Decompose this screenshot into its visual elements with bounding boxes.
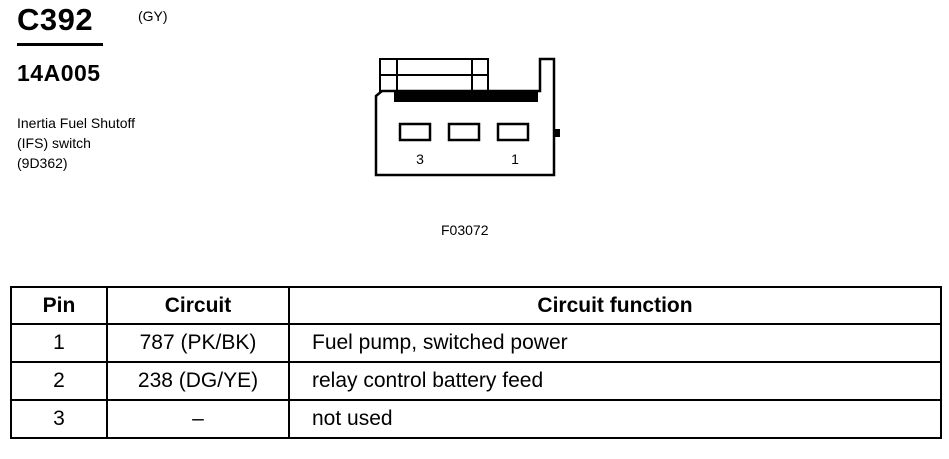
connector-body [374,57,556,177]
part-number: 14A005 [17,60,101,86]
pin-table: Pin Circuit Circuit function 1 787 (PK/B… [10,286,942,439]
function-cell: relay control battery feed [288,361,942,401]
pin-label: 1 [511,151,519,167]
connector-face-diagram: 3 1 [374,57,560,177]
column-header-circuit: Circuit [106,286,290,325]
table-header-row: Pin Circuit Circuit function [10,286,942,325]
table-row: 1 787 (PK/BK) Fuel pump, switched power [10,323,942,363]
connector-latch-bar [394,92,538,102]
description-line: Inertia Fuel Shutoff [17,115,136,131]
function-cell: not used [288,399,942,439]
pin-cavity [447,122,481,142]
connector-side-nub [555,129,560,137]
pin-cell: 2 [10,361,108,401]
connector-lock-tab [379,58,489,92]
component-description: Inertia Fuel Shutoff (IFS) switch (9D362… [17,113,135,173]
function-cell: Fuel pump, switched power [288,323,942,363]
pin-cell: 3 [10,399,108,439]
circuit-cell: 787 (PK/BK) [106,323,290,363]
connector-id-underline [17,43,103,46]
description-line: (9D362) [17,155,68,171]
table-row: 2 238 (DG/YE) relay control battery feed [10,361,942,401]
column-header-pin: Pin [10,286,108,325]
connector-color-code: (GY) [138,8,168,24]
circuit-cell: – [106,399,290,439]
pin-cell: 1 [10,323,108,363]
description-line: (IFS) switch [17,135,91,151]
circuit-cell: 238 (DG/YE) [106,361,290,401]
pin-label: 3 [416,151,424,167]
connector-id: C392 [17,2,94,37]
table-row: 3 – not used [10,399,942,439]
column-header-circuit-function: Circuit function [288,286,942,325]
pin-cavity [398,122,432,142]
pin-cavity [496,122,530,142]
figure-code: F03072 [441,222,489,238]
